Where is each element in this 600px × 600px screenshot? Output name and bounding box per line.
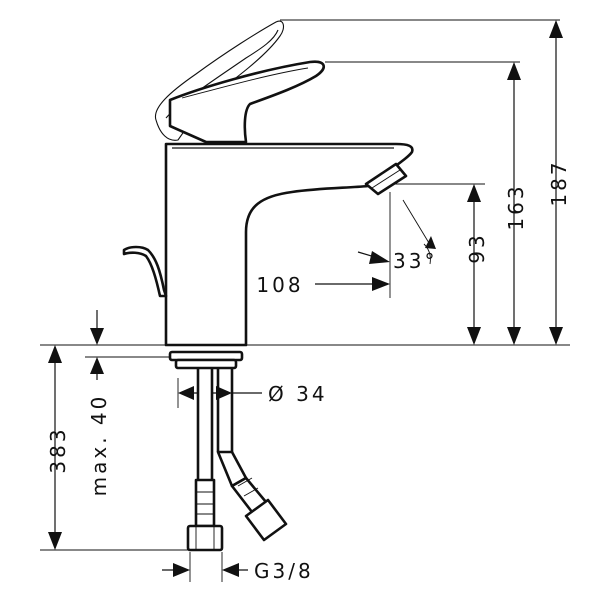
dimension-diameter: Ø 34 — [177, 378, 328, 408]
label-thread: G3/8 — [254, 559, 314, 583]
hose-crimp-left — [194, 478, 216, 528]
popup-rod — [122, 245, 168, 298]
label-163: 163 — [504, 183, 528, 230]
dimension-163: 163 — [504, 62, 528, 345]
label-383: 383 — [46, 426, 70, 473]
label-deck-thickness: max. 40 — [87, 394, 111, 497]
dimension-383: 383 — [46, 345, 70, 550]
hose-nut-left — [186, 524, 224, 552]
dimension-93: 93 — [465, 184, 489, 345]
dimension-187: 187 — [547, 20, 571, 345]
label-angle: 33° — [393, 249, 437, 273]
supply-hoses — [186, 368, 288, 552]
dimension-angle: 33° — [357, 199, 437, 273]
label-diameter: Ø 34 — [268, 382, 328, 406]
label-187: 187 — [547, 159, 571, 206]
label-108: 108 — [256, 273, 303, 297]
label-93: 93 — [465, 232, 489, 263]
base-fixing — [168, 350, 244, 370]
lever-handle — [168, 60, 325, 144]
hose-nut-right — [244, 498, 288, 542]
dimension-deck-thickness: max. 40 — [87, 310, 111, 496]
dimension-thread: G3/8 — [162, 552, 314, 583]
faucet-body — [164, 142, 414, 347]
